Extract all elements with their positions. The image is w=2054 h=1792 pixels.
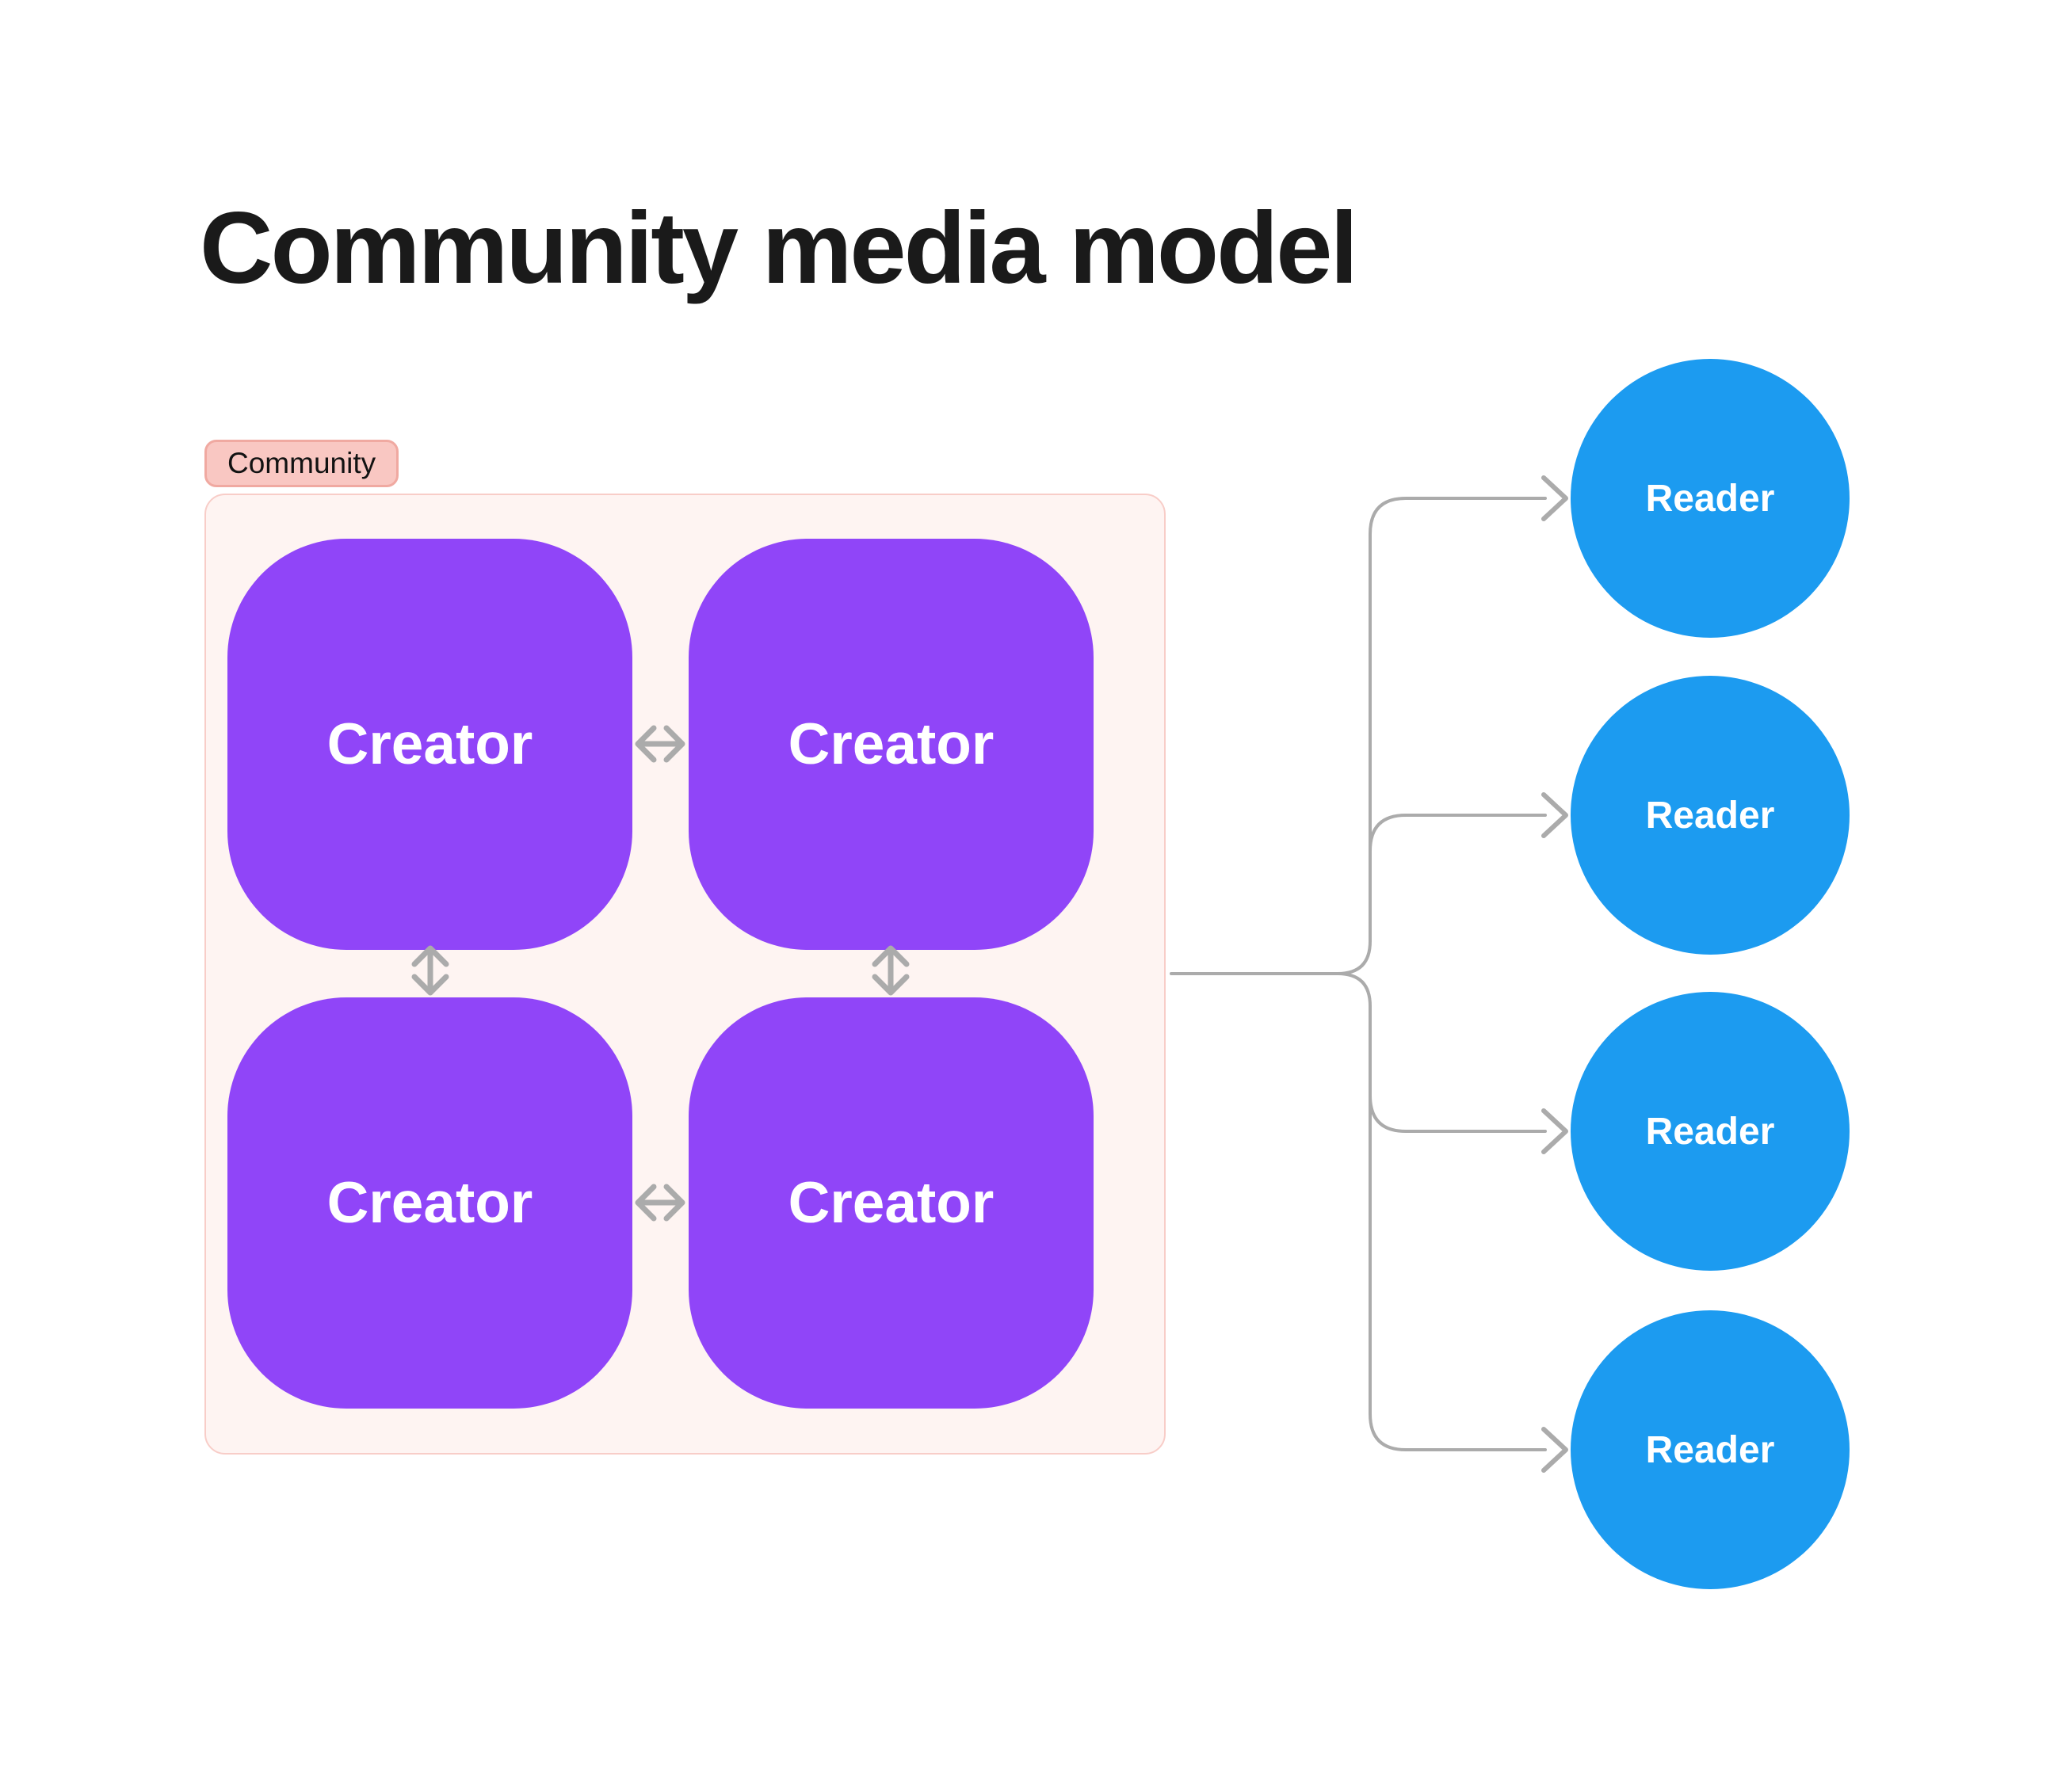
reader-node-label: Reader (1645, 1110, 1775, 1153)
reader-node-label: Reader (1645, 794, 1775, 837)
swap-horizontal-icon (635, 1184, 685, 1222)
creator-node[interactable]: Creator (689, 997, 1094, 1409)
community-label: Community (227, 447, 376, 479)
creator-node-label: Creator (788, 712, 995, 776)
creator-node-label: Creator (326, 1171, 533, 1235)
arrow-right-icon (1541, 475, 1568, 521)
reader-node[interactable]: Reader (1571, 992, 1850, 1271)
arrow-right-icon (1541, 792, 1568, 838)
creator-node-label: Creator (788, 1171, 995, 1235)
swap-vertical-icon (411, 945, 449, 996)
swap-vertical-icon (872, 945, 910, 996)
page-title: Community media model (200, 192, 1358, 305)
reader-node-label: Reader (1645, 1428, 1775, 1471)
arrow-right-icon (1541, 1427, 1568, 1473)
community-label-tag[interactable]: Community (204, 440, 399, 487)
swap-horizontal-icon (635, 725, 685, 763)
creator-node[interactable]: Creator (227, 539, 632, 950)
reader-node-label: Reader (1645, 477, 1775, 520)
reader-node[interactable]: Reader (1571, 359, 1850, 638)
creator-node-label: Creator (326, 712, 533, 776)
reader-node[interactable]: Reader (1571, 676, 1850, 955)
creator-node[interactable]: Creator (227, 997, 632, 1409)
arrow-right-icon (1541, 1108, 1568, 1154)
reader-node[interactable]: Reader (1571, 1310, 1850, 1589)
creator-node[interactable]: Creator (689, 539, 1094, 950)
